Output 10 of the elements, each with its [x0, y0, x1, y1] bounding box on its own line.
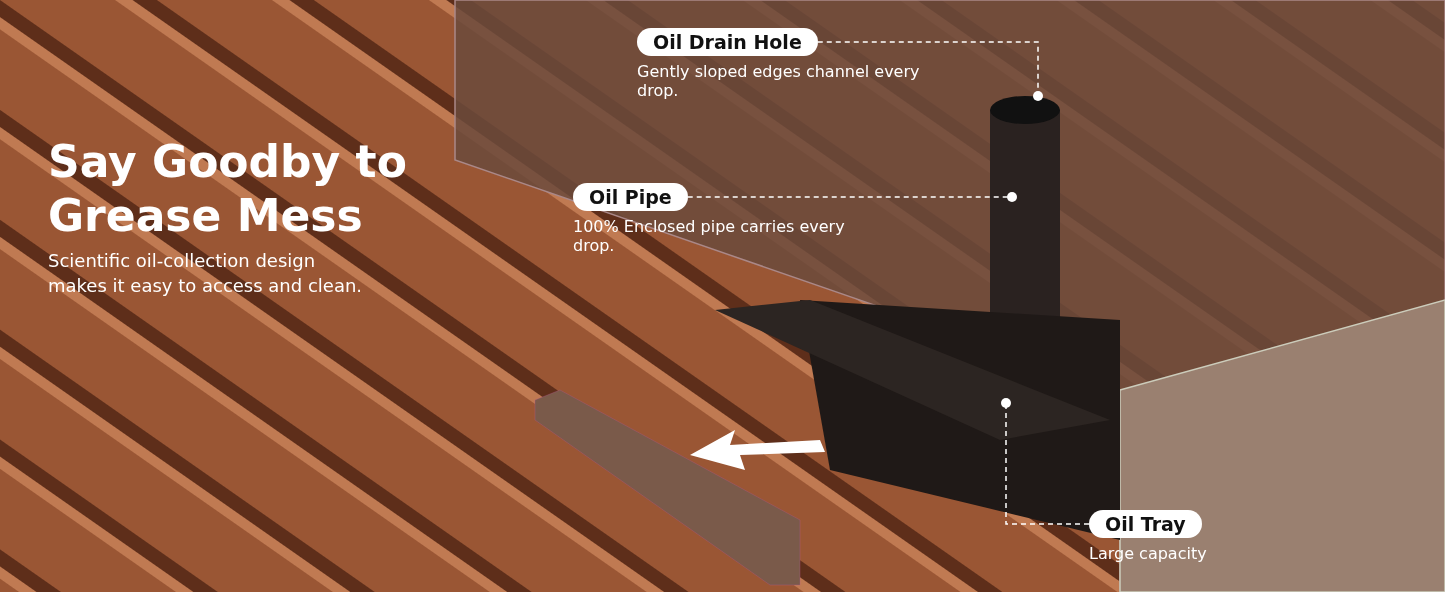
- leader-line: [1001, 398, 1090, 525]
- callout-label: Oil Tray: [1089, 510, 1202, 538]
- callout-label: Oil Drain Hole: [637, 28, 818, 56]
- leader-line: [817, 41, 1043, 101]
- leader-line: [686, 192, 1017, 202]
- callout-description: Gently sloped edges channel every drop.: [637, 62, 921, 100]
- subtitle: Scientific oil-collection design makes it easy to access and clean.: [48, 249, 364, 298]
- heading: Say Goodby to Grease Mess: [48, 135, 408, 243]
- callout-description: 100% Enclosed pipe carries every drop.: [573, 217, 846, 255]
- callout-label: Oil Pipe: [573, 183, 688, 211]
